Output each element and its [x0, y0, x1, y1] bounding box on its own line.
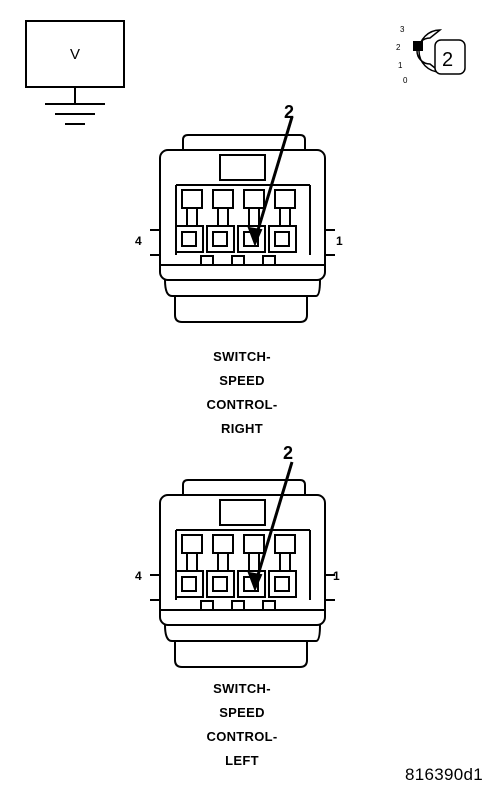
- selector-scale-3: 3: [400, 25, 405, 34]
- caption-line: SWITCH-: [213, 681, 271, 696]
- connector-right-pin-4: 4: [135, 234, 142, 248]
- voltmeter-box: [25, 20, 125, 88]
- selector-position: 2: [442, 49, 453, 71]
- selector-dial-icon: 3 2 1 0 2: [396, 25, 466, 85]
- connector-right: [150, 116, 335, 323]
- connector-left-pin-4: 4: [135, 569, 142, 583]
- caption-line: SWITCH-: [213, 349, 271, 364]
- connector-left-callout: 2: [283, 443, 293, 463]
- figure-id: 816390d1: [404, 765, 483, 784]
- caption-line: RIGHT: [221, 421, 263, 436]
- connector-left: [150, 461, 335, 668]
- connector-right-caption: SWITCH- SPEED CONTROL- RIGHT: [162, 345, 322, 441]
- caption-line: CONTROL-: [206, 729, 278, 744]
- connector-right-callout: 2: [284, 102, 294, 122]
- caption-line: CONTROL-: [206, 397, 278, 412]
- caption-line: SPEED: [219, 373, 265, 388]
- connector-left-caption: SWITCH- SPEED CONTROL- LEFT: [162, 677, 322, 773]
- selector-pointer-icon: [413, 41, 423, 51]
- selector-scale-0: 0: [403, 76, 408, 85]
- caption-line: SPEED: [219, 705, 265, 720]
- selector-scale-1: 1: [398, 61, 403, 70]
- connector-left-pin-1: 1: [333, 569, 340, 583]
- caption-line: LEFT: [225, 753, 259, 768]
- ground-symbol: [45, 88, 105, 125]
- selector-scale-2: 2: [396, 43, 401, 52]
- connector-right-pin-1: 1: [336, 234, 343, 248]
- voltmeter-label: V: [69, 45, 80, 63]
